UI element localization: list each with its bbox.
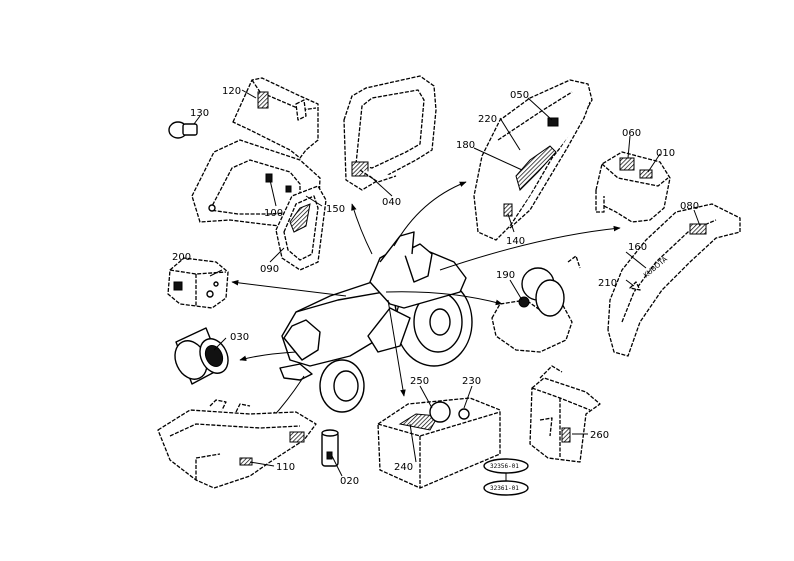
callout-020: 020 <box>340 476 359 487</box>
leader-lines <box>209 89 701 477</box>
reference-codes: 32356-01 32361-01 <box>483 458 529 496</box>
callout-050: 050 <box>510 90 529 101</box>
callout-130: 130 <box>190 108 209 119</box>
callout-190: 190 <box>496 270 515 281</box>
panel-part-090 <box>275 185 327 271</box>
box-part-200 <box>167 257 229 309</box>
panel-part-120 <box>232 77 319 159</box>
bulb-part-130 <box>168 115 201 139</box>
callout-060: 060 <box>622 128 641 139</box>
assembly-arrows <box>231 181 621 419</box>
callout-110: 110 <box>276 462 295 473</box>
floor-tray-part-110 <box>157 399 317 489</box>
callout-210: 210 <box>598 278 617 289</box>
callout-180: 180 <box>456 140 475 151</box>
callout-040: 040 <box>382 197 401 208</box>
callout-120: 120 <box>222 86 241 97</box>
callout-140: 140 <box>506 236 525 247</box>
callout-200: 200 <box>172 252 191 263</box>
callout-230: 230 <box>462 376 481 387</box>
box-part-060-010 <box>595 151 671 223</box>
tractor-body <box>279 231 473 413</box>
callout-220: 220 <box>478 114 497 125</box>
callout-100: 100 <box>264 208 283 219</box>
cab-frame-part-040 <box>343 75 437 191</box>
panel-part-260 <box>529 365 601 463</box>
callout-030: 030 <box>230 332 249 343</box>
callout-250: 250 <box>410 376 429 387</box>
callout-080: 080 <box>680 201 699 212</box>
callout-010: 010 <box>656 148 675 159</box>
callout-090: 090 <box>260 264 279 275</box>
reference-code-top: 32356-01 <box>490 463 519 470</box>
callout-240: 240 <box>394 462 413 473</box>
reference-code-bottom: 32361-01 <box>490 485 519 492</box>
callout-150: 150 <box>326 204 345 215</box>
mechanism-part-190 <box>491 255 581 353</box>
hood-part-220 <box>473 79 593 241</box>
cylinder-part-020 <box>321 429 339 467</box>
box-part-240-250 <box>377 397 501 489</box>
cylinder-part-030 <box>174 327 229 385</box>
fender-part-160: KUBOTA <box>607 203 741 357</box>
callout-160: 160 <box>628 242 647 253</box>
callout-labels: 120 130 100 150 090 040 050 220 180 140 … <box>172 86 699 487</box>
callout-260: 260 <box>590 430 609 441</box>
